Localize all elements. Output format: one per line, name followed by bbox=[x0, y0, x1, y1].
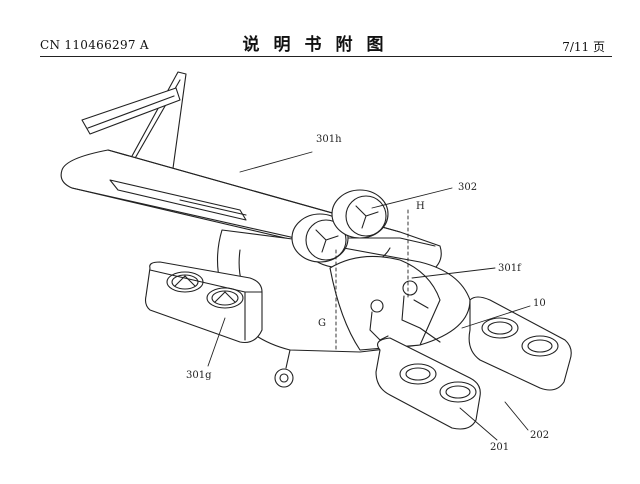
page-title: 说明书附图 bbox=[242, 35, 398, 55]
label-202: 202 bbox=[530, 430, 549, 441]
reference-axes bbox=[335, 209, 409, 351]
label-301f: 301f bbox=[498, 263, 522, 274]
label-301g: 301g bbox=[186, 370, 212, 381]
leader-lines bbox=[207, 151, 531, 441]
label-301h: 301h bbox=[316, 134, 342, 145]
page-number: 7/11 页 bbox=[562, 40, 605, 54]
label-201: 201 bbox=[490, 442, 509, 453]
label-H: H bbox=[416, 201, 425, 212]
label-10: 10 bbox=[533, 298, 546, 309]
right-fan-pods bbox=[375, 296, 572, 430]
page-header: CN 110466297 A 说明书附图 7/11 页 bbox=[0, 0, 640, 58]
nose-landing-gear bbox=[274, 349, 294, 388]
ducted-fans bbox=[291, 189, 389, 263]
cockpit bbox=[329, 255, 441, 351]
header-rule bbox=[40, 56, 612, 57]
left-fan-pod bbox=[144, 261, 263, 344]
label-302: 302 bbox=[458, 182, 477, 193]
label-G: G bbox=[318, 318, 326, 329]
patent-number: CN 110466297 A bbox=[40, 38, 149, 52]
